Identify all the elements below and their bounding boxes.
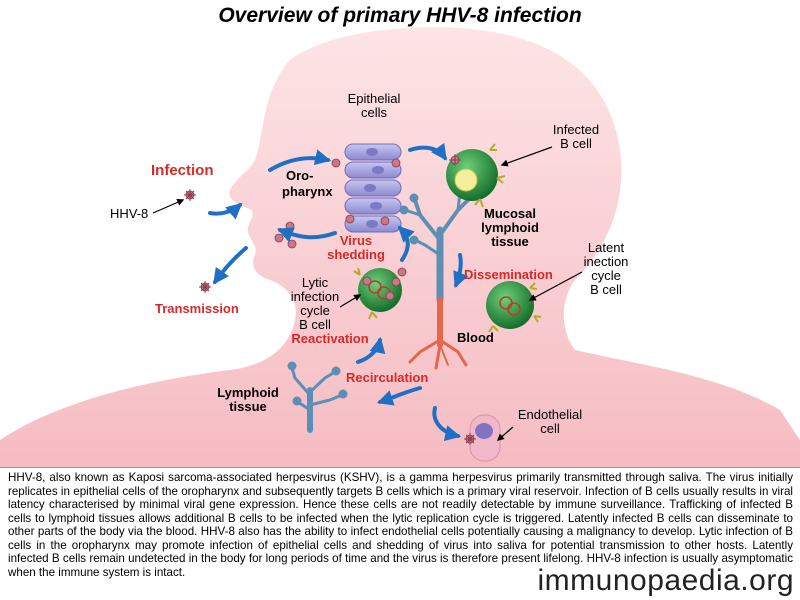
label-recirculation: Recirculation [346,370,428,385]
label-oropharynx-1: Oro- [286,168,313,183]
pointer-arrows [152,146,583,441]
label-endothelial-1: Endothelial [518,407,582,422]
label-infected-bcell-1: Infected [553,122,599,137]
label-infection: Infection [151,162,214,179]
label-lymphoid-2: tissue [229,399,267,414]
label-lytic-4: B cell [299,317,331,332]
label-epithelial-cells-1: Epithelial [348,91,401,106]
label-endothelial-2: cell [540,421,560,436]
label-hhv8: HHV-8 [110,206,148,221]
label-latent-4: B cell [590,282,622,297]
label-dissemination: Dissemination [464,267,553,282]
hhv8-infection-diagram: Infection HHV-8 Epithelial cells Oro- ph… [0,27,800,468]
label-epithelial-cells-2: cells [361,105,388,120]
label-mucosal-2: lymphoid [481,220,539,235]
label-infected-bcell-2: B cell [560,136,592,151]
label-transmission: Transmission [155,301,239,316]
label-latent-1: Latent [588,240,625,255]
divider [0,467,800,468]
epithelial-cells [344,143,402,233]
label-virus-shedding-1: Virus [340,233,372,248]
latent-b-cell [486,281,542,333]
label-lytic-1: Lytic [302,275,329,290]
infected-b-cell [446,143,506,208]
label-latent-3: cycle [591,268,621,283]
label-lytic-3: cycle [300,303,330,318]
endothelial-cell [469,414,501,462]
label-virus-shedding-2: shedding [327,247,385,262]
label-mucosal-3: tissue [491,234,529,249]
label-lymphoid-1: Lymphoid [217,385,279,400]
description-text: HHV-8, also known as Kaposi sarcoma-asso… [8,471,793,579]
blood-vessel [408,297,468,370]
human-silhouette [0,27,800,468]
label-latent-2: inection [584,254,629,269]
label-lytic-2: infection [291,289,339,304]
label-reactivation: Reactivation [291,331,368,346]
label-blood: Blood [457,330,494,345]
diagram-title: Overview of primary HHV-8 infection [218,4,582,27]
label-mucosal-1: Mucosal [484,206,536,221]
lymphoid-tissue [287,361,348,433]
process-arrows [208,142,469,442]
logo: immunopaedia.org [537,564,794,597]
label-oropharynx-2: pharynx [282,184,333,199]
